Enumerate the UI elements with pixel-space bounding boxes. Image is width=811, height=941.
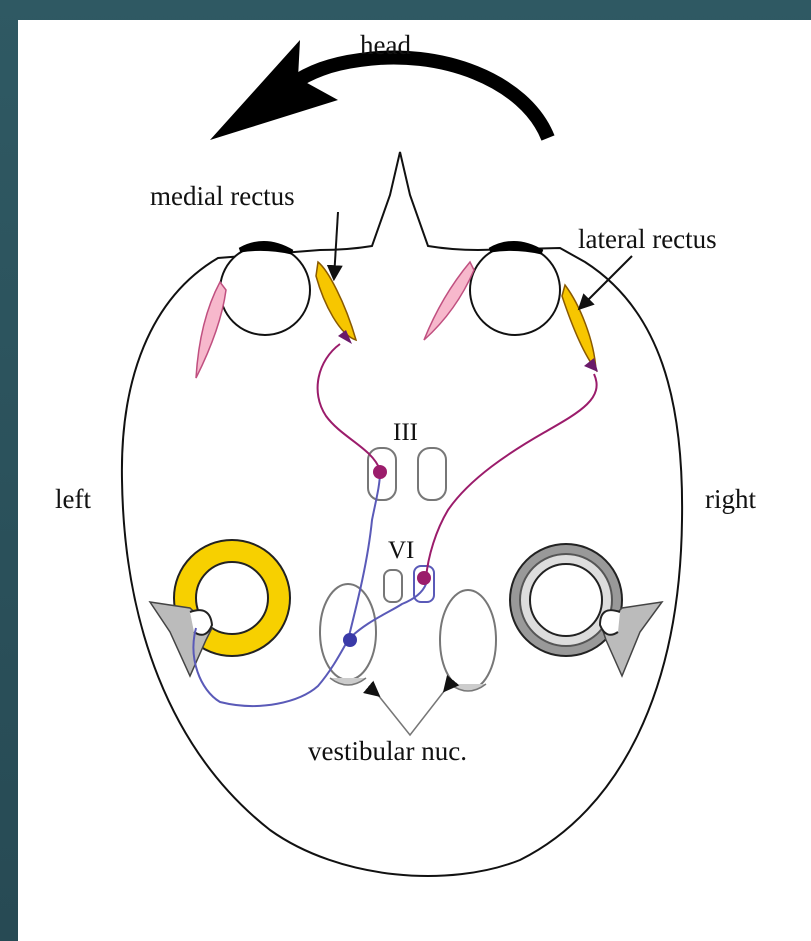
- head-label: head: [360, 30, 411, 60]
- left-eye: [220, 243, 310, 335]
- vestibular-neuron: [343, 633, 357, 647]
- left-vestibular-nucleus: [320, 584, 376, 680]
- left-abducens-nucleus: [384, 570, 402, 602]
- lateral-rectus-label: lateral rectus: [578, 224, 717, 254]
- right-vestibular-nucleus: [440, 590, 496, 690]
- right-eye: [470, 243, 560, 335]
- abducens-neuron: [417, 571, 431, 585]
- nucleus-iii-label: III: [393, 419, 418, 446]
- vestibular-nuc-label: vestibular nuc.: [308, 736, 467, 766]
- nucleus-vi-label: VI: [388, 537, 414, 564]
- oculomotor-neuron: [373, 465, 387, 479]
- medial-rectus-label: medial rectus: [150, 181, 295, 211]
- right-oculomotor-nucleus: [418, 448, 446, 500]
- head-outline: [122, 152, 682, 876]
- left-side-label: left: [55, 484, 91, 514]
- right-side-label: right: [705, 484, 756, 514]
